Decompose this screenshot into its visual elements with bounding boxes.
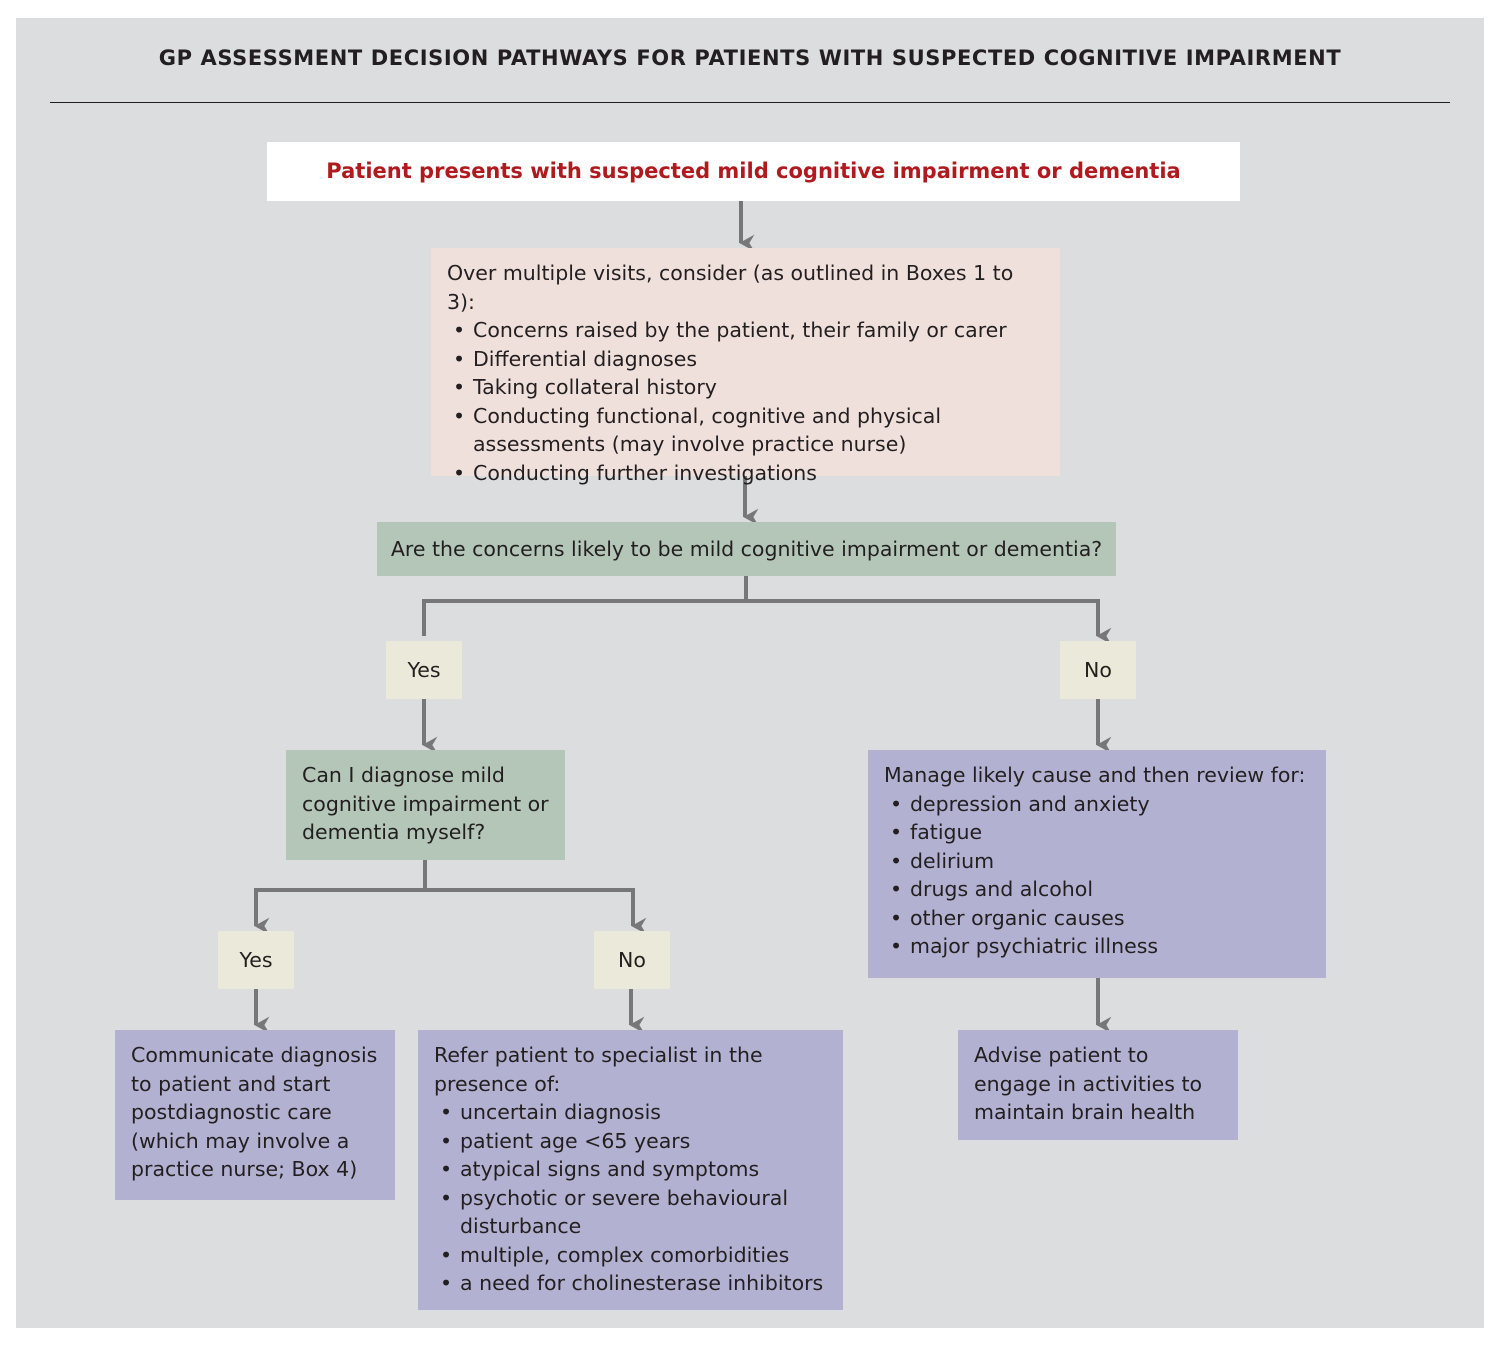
node-advise: Advise patient to engage in activities t… — [958, 1030, 1238, 1140]
list-item: a need for cholinesterase inhibitors — [434, 1269, 827, 1298]
node-no-likely: No — [1060, 641, 1136, 699]
list-item: Taking collateral history — [447, 373, 1044, 402]
list-item: Concerns raised by the patient, their fa… — [447, 316, 1044, 345]
node-consider: Over multiple visits, consider (as outli… — [431, 248, 1060, 487]
manage-list: depression and anxiety fatigue delirium … — [884, 790, 1310, 961]
refer-heading: Refer patient to specialist in the prese… — [434, 1043, 763, 1096]
list-item: Differential diagnoses — [447, 345, 1044, 374]
node-presentation: Patient presents with suspected mild cog… — [267, 142, 1240, 201]
list-item: major psychiatric illness — [884, 932, 1310, 961]
list-item: drugs and alcohol — [884, 875, 1310, 904]
node-refer: Refer patient to specialist in the prese… — [418, 1030, 843, 1310]
manage-heading: Manage likely cause and then review for: — [884, 763, 1306, 787]
figure-title: GP ASSESSMENT DECISION PATHWAYS FOR PATI… — [158, 46, 1342, 70]
list-item: fatigue — [884, 818, 1310, 847]
node-communicate: Communicate diagnosis to patient and sta… — [115, 1030, 395, 1200]
list-item: psychotic or severe behavioural disturba… — [434, 1184, 827, 1241]
list-item: multiple, complex comorbidities — [434, 1241, 827, 1270]
node-no-self: No — [594, 931, 670, 989]
list-item: atypical signs and symptoms — [434, 1155, 827, 1184]
list-item: depression and anxiety — [884, 790, 1310, 819]
node-manage: Manage likely cause and then review for:… — [868, 750, 1326, 978]
node-question-likely: Are the concerns likely to be mild cogni… — [377, 522, 1116, 576]
title-rule — [50, 102, 1450, 103]
branch-question-self-yes — [254, 860, 427, 935]
node-yes-likely: Yes — [386, 641, 462, 699]
node-yes-self: Yes — [218, 931, 294, 989]
list-item: Conducting further investigations — [447, 459, 1044, 488]
branch-question-self-no — [425, 888, 647, 935]
consider-list: Concerns raised by the patient, their fa… — [447, 316, 1044, 487]
list-item: uncertain diagnosis — [434, 1098, 827, 1127]
list-item: delirium — [884, 847, 1310, 876]
list-item: patient age <65 years — [434, 1127, 827, 1156]
branch-question-likely — [422, 576, 1098, 636]
node-question-self: Can I diagnose mild cognitive impairment… — [286, 750, 565, 860]
consider-heading: Over multiple visits, consider (as outli… — [447, 261, 1014, 314]
list-item: other organic causes — [884, 904, 1310, 933]
refer-list: uncertain diagnosis patient age <65 year… — [434, 1098, 827, 1298]
list-item: Conducting functional, cognitive and phy… — [447, 402, 1044, 459]
